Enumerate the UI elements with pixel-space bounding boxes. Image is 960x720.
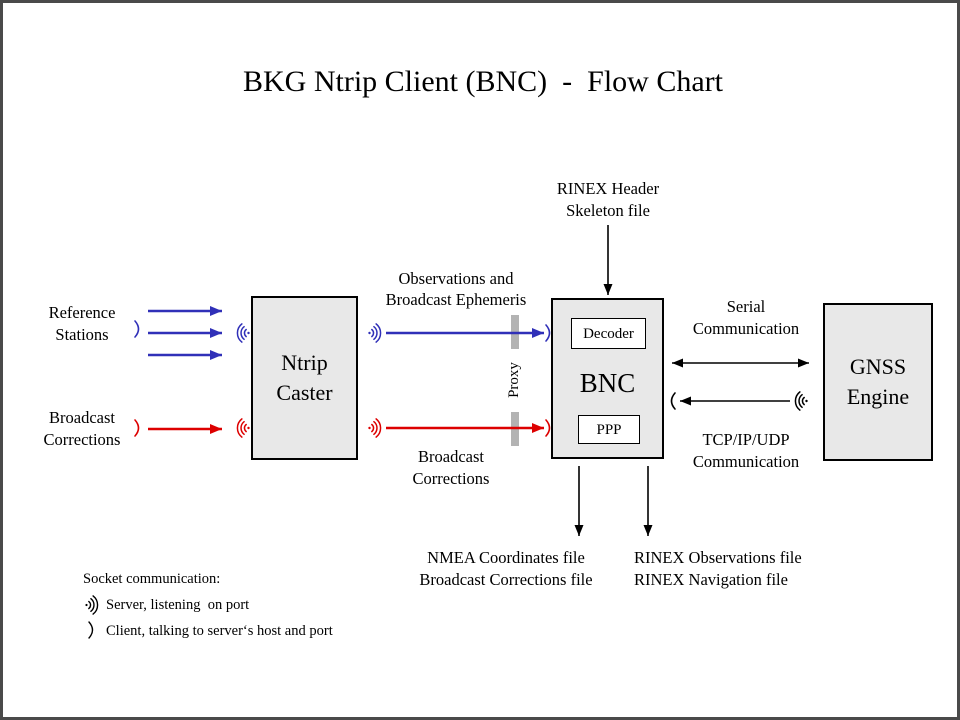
server-socket-icon — [236, 323, 250, 343]
server-socket-icon — [368, 323, 382, 343]
legend-heading: Socket communication: — [83, 571, 221, 587]
legend-client-text: Client, talking to server‘s host and por… — [106, 623, 333, 639]
server-socket-icon — [794, 391, 808, 411]
tcp-comm-label: TCP/IP/UDP Communication — [692, 430, 800, 471]
nmea-output-label: NMEA Coordinates file Broadcast Correcti… — [419, 548, 593, 589]
page-title: BKG Ntrip Client (BNC) - Flow Chart — [243, 65, 723, 98]
client-socket-icon — [545, 324, 551, 342]
reference-stations-arrows — [148, 306, 222, 360]
proxy-label: Proxy — [506, 362, 522, 398]
node-ntrip-caster: Ntrip Caster — [251, 296, 358, 460]
proxy-bar-bottom — [511, 412, 519, 446]
node-bnc: Decoder BNC PPP — [551, 298, 664, 459]
node-gnss-engine: GNSS Engine — [823, 303, 933, 461]
legend-client-socket-icon — [88, 621, 94, 639]
bnc-label: BNC — [579, 368, 636, 398]
node-ppp: PPP — [578, 415, 640, 444]
node-decoder: Decoder — [571, 318, 646, 349]
legend-server-text: Server, listening on port — [106, 597, 250, 613]
serial-comm-label: Serial Communication — [692, 297, 800, 338]
server-socket-icon — [368, 418, 382, 438]
broadcast-corrections-input-label: Broadcast Corrections — [43, 408, 121, 449]
rinex-header-label: RINEX Header Skeleton file — [556, 179, 660, 220]
observations-ephemeris-label: Observations and Broadcast Ephemeris — [385, 269, 527, 309]
rinex-output-label: RINEX Observations file RINEX Navigation… — [634, 548, 802, 589]
broadcast-corrections-link-label: Broadcast Corrections — [412, 447, 490, 488]
reference-stations-label: Reference Stations — [48, 303, 116, 344]
proxy-bar-top — [511, 315, 519, 349]
client-socket-icon — [670, 392, 676, 410]
server-socket-icon — [236, 418, 250, 438]
legend-server-socket-icon — [85, 595, 99, 615]
client-socket-icon — [545, 419, 551, 437]
